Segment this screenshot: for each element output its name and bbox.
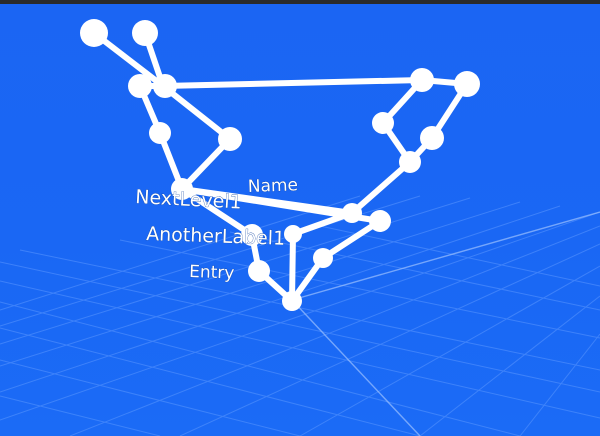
joint-node[interactable] <box>282 291 302 311</box>
joint-node[interactable] <box>313 248 333 268</box>
skeleton-joints[interactable] <box>80 19 480 311</box>
joint-node[interactable] <box>80 19 108 47</box>
joint-node[interactable] <box>241 224 263 246</box>
joint-node[interactable] <box>171 178 193 200</box>
joint-node[interactable] <box>399 151 421 173</box>
joint-node[interactable] <box>218 127 242 151</box>
joint-node[interactable] <box>342 203 362 223</box>
floor-grid <box>0 195 600 436</box>
joint-node[interactable] <box>420 126 444 150</box>
joint-node[interactable] <box>284 225 302 243</box>
joint-node[interactable] <box>369 210 391 232</box>
label-name: Name <box>247 175 298 197</box>
grid-axes <box>291 211 600 436</box>
joint-node[interactable] <box>454 71 480 97</box>
joint-node[interactable] <box>248 260 270 282</box>
window-top-edge <box>0 0 600 4</box>
joint-node[interactable] <box>149 122 171 144</box>
label-next: NextLevel1 <box>135 186 243 214</box>
joint-node[interactable] <box>132 20 158 46</box>
joint-node[interactable] <box>128 74 152 98</box>
joint-node[interactable] <box>153 74 177 98</box>
joint-node[interactable] <box>372 112 394 134</box>
label-another: AnotherLabel1 <box>146 223 286 250</box>
joint-node[interactable] <box>410 68 434 92</box>
label-entry: Entry <box>189 262 235 284</box>
